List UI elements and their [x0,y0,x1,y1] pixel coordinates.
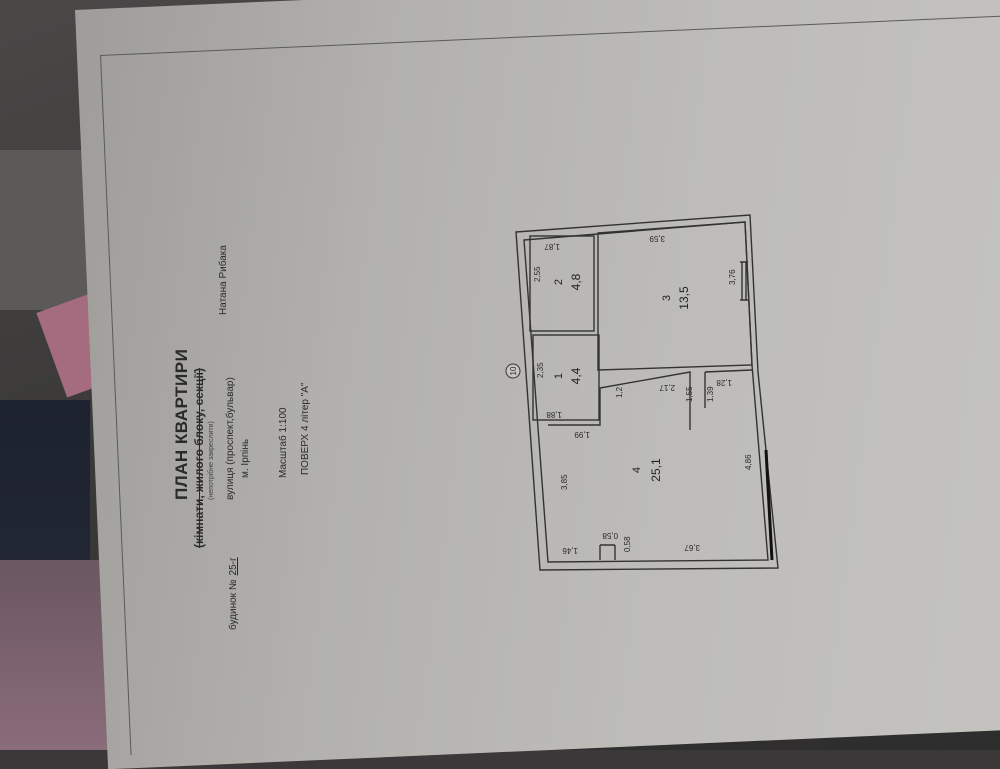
room-3-outline [597,221,753,371]
dim-label: 1,87 [544,242,560,251]
room-2-outline [529,235,595,332]
dim-label: 1,28 [716,378,732,387]
room-1-outline [532,334,600,421]
dim-label: 4,86 [744,454,753,470]
dim-label: 1,99 [574,430,590,439]
dim-label: 3,67 [684,543,700,552]
room-3-area: 13,5 [677,286,691,310]
window-thick [764,449,774,561]
dim-label: 1,39 [706,386,715,402]
room-2-number: 2 [553,279,565,285]
dim-label: 2,35 [536,362,545,378]
dim-label: 2,55 [533,266,542,282]
floor-plan: 10 2 4,8 3 13,5 1 4,4 4 25,1 1,87 2,55 3… [505,214,779,571]
room-4-number: 4 [631,467,643,473]
dim-label: 3,85 [560,474,569,490]
window [740,261,748,301]
dim-label: 1,88 [546,410,562,419]
dim-label: 0,58 [623,536,632,552]
room-2-area: 4,8 [569,273,583,290]
room-1-area: 4,4 [569,367,583,384]
room-4-partition [548,371,691,430]
dim-label: 1,55 [685,386,694,402]
dim-label: 0,58 [602,531,618,540]
dim-label: 3,59 [649,234,665,243]
dim-label: 3,76 [728,269,737,285]
closet-wall [704,369,753,373]
room-1-number: 1 [553,373,565,379]
room-3-number: 3 [661,295,673,301]
dim-label: 1,2 [615,386,624,398]
niche [599,544,616,560]
axis-marker [505,363,521,379]
axis-marker-label: 10 [509,366,518,375]
outer-wall [515,214,779,571]
dim-label: 1,46 [562,546,578,555]
room-4-area: 25,1 [649,458,663,482]
dim-label: 2,17 [659,383,675,392]
